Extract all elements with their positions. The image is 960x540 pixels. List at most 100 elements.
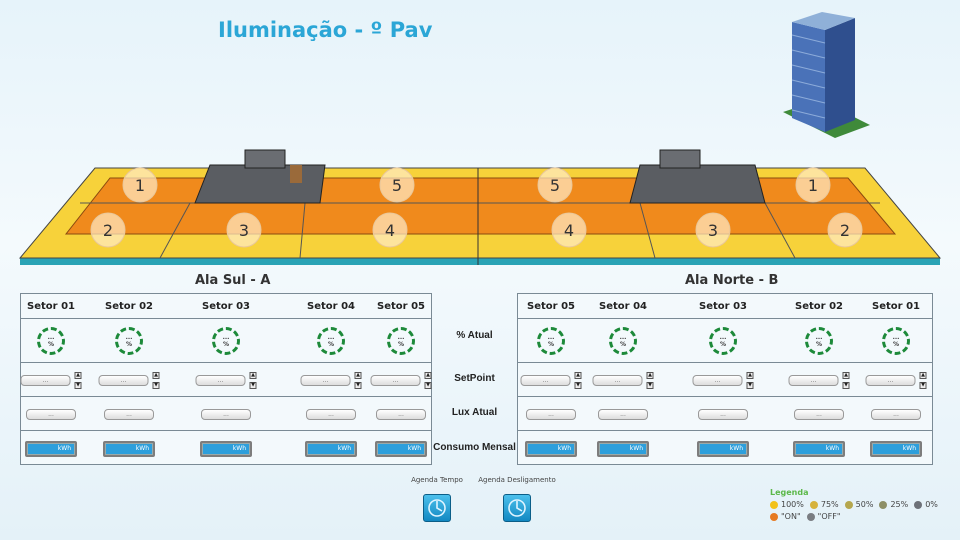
consumption-display: kWh [375,440,427,457]
stepper-down-icon[interactable]: ▼ [354,381,362,389]
zone-marker-north[interactable]: 5 [537,167,573,203]
zone-marker-north[interactable]: 4 [551,212,587,248]
sector-cell: ...% [317,319,345,363]
setpoint-input[interactable]: ... [20,374,71,386]
consumption-unit: kWh [28,443,74,454]
setpoint-input[interactable]: ... [692,374,743,386]
stepper-down-icon[interactable]: ▼ [152,381,160,389]
percent-gauge: ...% [609,327,637,355]
stepper-up-icon[interactable]: ▲ [574,371,582,379]
sector-cell: Setor 01 [27,294,75,319]
setpoint-stepper[interactable]: ▲▼ [919,371,927,389]
zone-marker-north[interactable]: 3 [695,212,731,248]
sector-cell: ...% [805,319,833,363]
sector-cell: ... [26,397,76,431]
panel-row: ...%...%...%...%...% [518,319,932,363]
schedule-shutdown-button[interactable] [503,494,531,522]
legend-item: 100% [770,500,804,509]
sector-cell: ...▲▼ [692,363,754,397]
sector-cell: Setor 05 [527,294,575,319]
stepper-down-icon[interactable]: ▼ [249,381,257,389]
gauge-unit: % [892,341,899,348]
zone-marker-south[interactable]: 1 [122,167,158,203]
percent-gauge: ...% [537,327,565,355]
stepper-up-icon[interactable]: ▲ [424,371,432,379]
stepper-up-icon[interactable]: ▲ [249,371,257,379]
gauge-value: ... [397,334,405,341]
zone-marker-south[interactable]: 5 [379,167,415,203]
setpoint-stepper[interactable]: ▲▼ [424,371,432,389]
zone-marker-south[interactable]: 3 [226,212,262,248]
setpoint-stepper[interactable]: ▲▼ [74,371,82,389]
consumption-display: kWh [103,440,155,457]
sector-cell: ... [526,397,576,431]
gauge-value: ... [547,334,555,341]
consumption-display: kWh [25,440,77,457]
lux-value: ... [794,408,844,420]
legend-item: 75% [809,500,839,509]
setpoint-stepper[interactable]: ▲▼ [842,371,850,389]
setpoint-stepper[interactable]: ▲▼ [574,371,582,389]
panel-row: ............... [518,397,932,431]
stepper-up-icon[interactable]: ▲ [646,371,654,379]
setpoint-input[interactable]: ... [592,374,643,386]
setpoint-stepper[interactable]: ▲▼ [152,371,160,389]
lux-value: ... [201,408,251,420]
legend-dot [844,500,853,509]
zone-marker-north[interactable]: 1 [795,167,831,203]
stepper-down-icon[interactable]: ▼ [74,381,82,389]
stepper-up-icon[interactable]: ▲ [842,371,850,379]
setpoint-stepper[interactable]: ▲▼ [354,371,362,389]
row-label-percent: % Atual [456,330,493,341]
sector-header: Setor 02 [105,301,153,312]
setpoint-input[interactable]: ... [195,374,246,386]
lux-value: ... [598,408,648,420]
legend-item: 25% [879,500,908,509]
sector-cell: ...▲▼ [370,363,432,397]
stepper-down-icon[interactable]: ▼ [424,381,432,389]
setpoint-input[interactable]: ... [865,374,916,386]
stepper-up-icon[interactable]: ▲ [74,371,82,379]
setpoint-stepper[interactable]: ▲▼ [646,371,654,389]
schedule-shutdown: Agenda Desligamento [472,476,562,522]
consumption-display: kWh [697,440,749,457]
gauge-value: ... [125,334,133,341]
setpoint-input[interactable]: ... [300,374,351,386]
sector-cell: kWh [525,431,577,466]
setpoint-input[interactable]: ... [370,374,421,386]
setpoint-input[interactable]: ... [788,374,839,386]
sector-cell: kWh [870,431,922,466]
setpoint-stepper[interactable]: ▲▼ [249,371,257,389]
sector-cell: ...% [37,319,65,363]
sector-header: Setor 03 [202,301,250,312]
consumption-display: kWh [305,440,357,457]
legend-item: 50% [844,500,874,509]
percent-gauge: ...% [387,327,415,355]
percent-gauge: ...% [37,327,65,355]
stepper-down-icon[interactable]: ▼ [646,381,654,389]
schedule-time-button[interactable] [423,494,451,522]
sector-cell: ...▲▼ [520,363,582,397]
stepper-down-icon[interactable]: ▼ [574,381,582,389]
sector-cell: ... [794,397,844,431]
setpoint-input[interactable]: ... [98,374,149,386]
stepper-down-icon[interactable]: ▼ [746,381,754,389]
setpoint-input[interactable]: ... [520,374,571,386]
setpoint-stepper[interactable]: ▲▼ [746,371,754,389]
zone-marker-south[interactable]: 2 [90,212,126,248]
stepper-down-icon[interactable]: ▼ [919,381,927,389]
sector-cell: ... [306,397,356,431]
stepper-up-icon[interactable]: ▲ [354,371,362,379]
legend: Legenda 100%75%50%25%0%"ON""OFF" [770,488,950,524]
stepper-down-icon[interactable]: ▼ [842,381,850,389]
sector-cell: kWh [305,431,357,466]
zone-marker-north[interactable]: 2 [827,212,863,248]
stepper-up-icon[interactable]: ▲ [746,371,754,379]
sector-cell: ...▲▼ [592,363,654,397]
legend-dot [806,512,815,521]
stepper-up-icon[interactable]: ▲ [152,371,160,379]
gauge-unit: % [125,341,132,348]
stepper-up-icon[interactable]: ▲ [919,371,927,379]
zone-marker-south[interactable]: 4 [372,212,408,248]
legend-label: 50% [855,500,874,509]
